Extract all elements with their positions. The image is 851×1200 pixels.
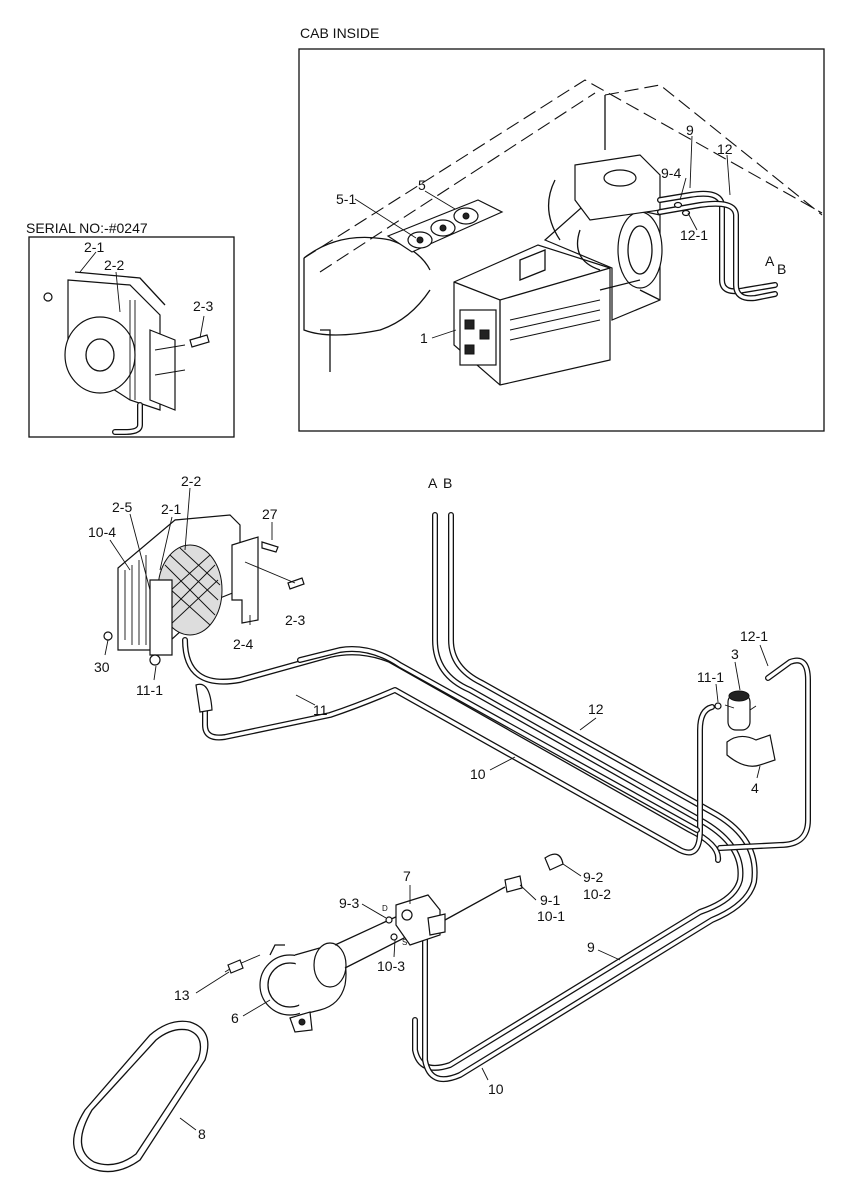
leader-9-3 <box>361 903 387 919</box>
cab-inside-frame <box>298 48 825 432</box>
inset-leader-2-3 <box>199 315 205 339</box>
label-12-top: 12 <box>717 141 733 157</box>
leader-11-1-left <box>153 665 157 681</box>
control-panel-part-5 <box>386 199 504 253</box>
label-9-3: 9-3 <box>339 895 359 911</box>
label-10-2: 10-2 <box>583 886 611 902</box>
label-9-1: 9-1 <box>540 892 560 908</box>
mark-d: D <box>382 904 388 913</box>
compressor-part-6 <box>259 914 411 1033</box>
leader-3 <box>734 661 741 691</box>
label-b-top: B <box>777 261 786 277</box>
leader-10-lower <box>481 1067 489 1081</box>
leader-11 <box>295 694 316 706</box>
leader-9-2 <box>562 863 582 877</box>
label-4: 4 <box>751 780 759 796</box>
label-a-main: A <box>428 475 438 491</box>
label-9-4: 9-4 <box>661 165 681 181</box>
leader-2-3 <box>244 561 296 584</box>
label-2-3: 2-3 <box>285 612 305 628</box>
label-30: 30 <box>94 659 110 675</box>
leader-12 <box>579 717 597 731</box>
leader-6 <box>242 999 271 1017</box>
label-9-2: 9-2 <box>583 869 603 885</box>
label-2-4: 2-4 <box>233 636 253 652</box>
label-11-1-right: 11-1 <box>697 669 724 685</box>
label-10-lower: 10 <box>488 1081 504 1097</box>
cab-leaders <box>354 135 731 339</box>
leader-10-4 <box>109 539 131 571</box>
label-1: 1 <box>420 330 428 346</box>
mark-s: S <box>402 938 407 947</box>
cab-pipes <box>657 190 778 302</box>
condenser-inset <box>43 271 210 435</box>
label-a-top: A <box>765 253 775 269</box>
inset-label-2-3: 2-3 <box>193 298 213 314</box>
leader-2-1 <box>159 516 173 571</box>
leader-2-2 <box>184 487 191 551</box>
label-10-1: 10-1 <box>537 908 565 924</box>
leader-13 <box>195 971 230 994</box>
label-10-3: 10-3 <box>377 958 405 974</box>
leader-2-5 <box>129 513 151 591</box>
inset-leader-2-1 <box>79 251 97 273</box>
label-9: 9 <box>587 939 595 955</box>
receiver-dryer-part-3 <box>714 690 776 767</box>
leader-10-3 <box>393 939 396 958</box>
label-10-4: 10-4 <box>88 524 116 540</box>
inset-label-2-1: 2-1 <box>84 239 104 255</box>
leader-11-1-right <box>715 683 719 703</box>
condenser-assembly <box>103 514 305 713</box>
label-3: 3 <box>731 646 739 662</box>
label-b-main: B <box>443 475 452 491</box>
leader-30 <box>104 639 109 656</box>
label-12-1: 12-1 <box>740 628 768 644</box>
cab-outline <box>303 79 823 372</box>
label-9-top: 9 <box>686 122 694 138</box>
label-2-1: 2-1 <box>161 501 181 517</box>
leader-4 <box>756 765 761 779</box>
manifold-part-7 <box>224 853 564 974</box>
label-8: 8 <box>198 1126 206 1142</box>
label-13: 13 <box>174 987 190 1003</box>
leader-10-upper <box>489 756 516 771</box>
serial-no-heading: SERIAL NO:-#0247 <box>26 220 148 236</box>
label-10-upper: 10 <box>470 766 486 782</box>
leader-9-1 <box>519 884 537 901</box>
label-11: 11 <box>313 702 328 718</box>
label-2-5: 2-5 <box>112 499 132 515</box>
leader-9 <box>597 949 621 961</box>
label-6: 6 <box>231 1010 239 1026</box>
v-belt-part-8 <box>72 1020 209 1173</box>
label-12-1-top: 12-1 <box>680 227 708 243</box>
label-7: 7 <box>403 868 411 884</box>
label-11-1-left: 11-1 <box>136 682 163 698</box>
label-5: 5 <box>418 177 426 193</box>
label-5-1: 5-1 <box>336 191 356 207</box>
leader-8 <box>179 1117 197 1131</box>
inset-label-2-2: 2-2 <box>104 257 124 273</box>
label-12: 12 <box>588 701 604 717</box>
main-pipes <box>182 512 811 1082</box>
leader-12-1 <box>759 644 769 667</box>
inset-leader-2-2 <box>115 271 121 313</box>
cab-inside-heading: CAB INSIDE <box>300 25 379 41</box>
serial-inset-frame <box>28 236 235 438</box>
label-2-2: 2-2 <box>181 473 201 489</box>
hvac-unit-part-1 <box>453 154 663 386</box>
label-27: 27 <box>262 506 278 522</box>
